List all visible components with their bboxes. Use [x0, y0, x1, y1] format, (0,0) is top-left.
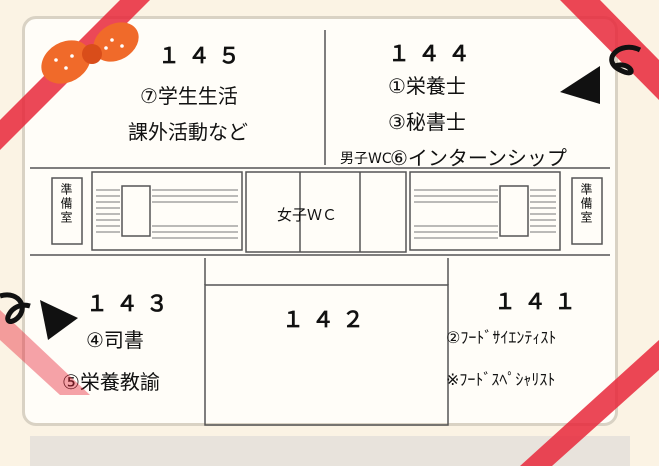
room-143-line-2: ⑤栄養教諭 — [62, 370, 160, 394]
ribbon-bottom-right — [520, 340, 659, 466]
arrow-left-icon — [0, 292, 78, 340]
room-142-number: １４２ — [282, 308, 373, 333]
ribbon-left — [0, 310, 90, 395]
ribbon-top-right — [560, 0, 659, 100]
room-145-line-2: 課外活動など — [128, 120, 248, 144]
room-144-line-3: ⑥インターンシップ — [390, 146, 567, 170]
room-144-line-1: ①栄養士 — [388, 74, 466, 98]
room-141-line-2: ※ﾌｰﾄﾞｽﾍﾟｼｬﾘｽﾄ — [446, 370, 556, 389]
room-141-number: １４１ — [494, 290, 585, 315]
room-141-line-1: ②ﾌｰﾄﾞｻｲｴﾝﾃｨｽﾄ — [446, 328, 557, 347]
room-143-line-1: ④司書 — [86, 328, 144, 352]
mens-wc-label: 男子WC — [340, 151, 392, 167]
prep-room-left: 準備室 — [59, 183, 73, 225]
bow-icon — [41, 22, 139, 84]
arrow-right-icon — [560, 44, 642, 104]
room-144-line-2: ③秘書士 — [388, 110, 466, 134]
room-145-line-1: ⑦学生生活 — [140, 84, 238, 108]
room-145-number: １４５ — [158, 44, 249, 69]
room-144-number: １４４ — [388, 42, 479, 67]
prep-room-right: 準備室 — [579, 183, 593, 225]
womens-wc-label: 女子ＷＣ — [277, 206, 338, 224]
room-143-number: １４３ — [86, 292, 177, 317]
